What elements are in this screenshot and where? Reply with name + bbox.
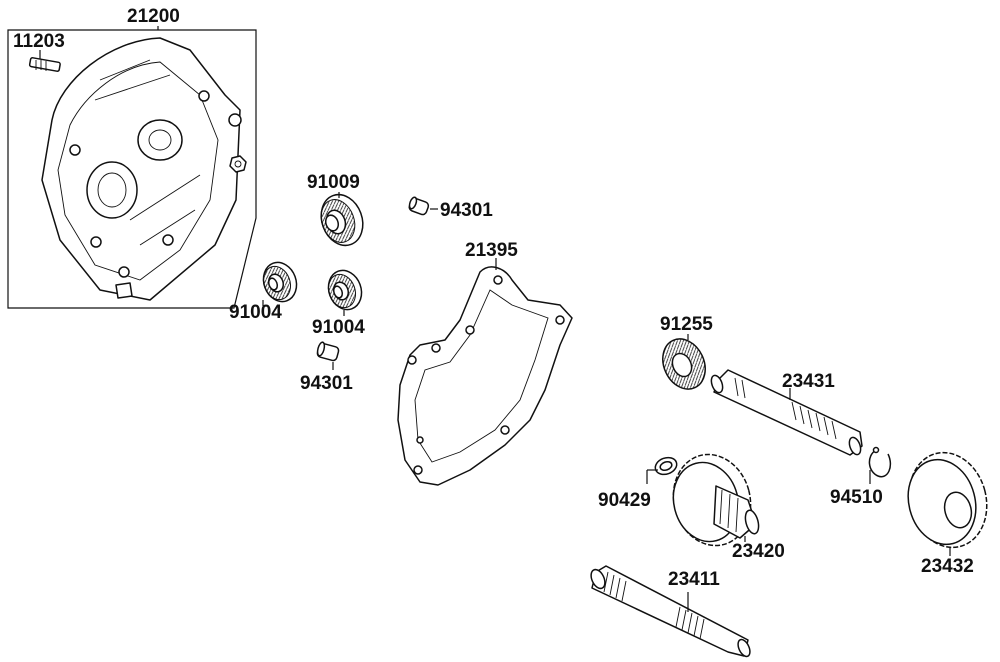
transmission-case-21200[interactable]: [41, 37, 242, 301]
part-label-90429[interactable]: 90429: [598, 490, 651, 511]
input-shaft-23411[interactable]: [588, 565, 752, 658]
part-label-23420[interactable]: 23420: [732, 541, 785, 562]
part-label-91255[interactable]: 91255: [660, 314, 713, 335]
gear-23432[interactable]: [899, 444, 997, 556]
drive-shaft-23431[interactable]: [709, 369, 863, 456]
oil-seal-91255[interactable]: [655, 332, 713, 396]
gear-23420[interactable]: [663, 446, 761, 555]
dowel-pin-94301-upper[interactable]: [408, 196, 430, 216]
circlip-94510[interactable]: [868, 446, 892, 478]
part-label-94301-upper[interactable]: 94301: [440, 200, 493, 221]
washer-90429[interactable]: [653, 455, 679, 478]
gasket-21395[interactable]: [397, 266, 573, 486]
part-label-94510[interactable]: 94510: [830, 487, 883, 508]
bearing-91004-right[interactable]: [323, 266, 367, 315]
part-label-23431[interactable]: 23431: [782, 371, 835, 392]
part-label-91004-right[interactable]: 91004: [312, 317, 365, 338]
case-group-frame: [7, 29, 257, 309]
transmission-case-group: 21200 11203: [7, 6, 257, 309]
part-label-23411[interactable]: 23411: [668, 569, 720, 590]
drain-nut[interactable]: [229, 155, 247, 173]
bearing-91004-left[interactable]: [258, 258, 302, 307]
part-label-21395[interactable]: 21395: [465, 240, 518, 261]
part-label-23432[interactable]: 23432: [921, 556, 974, 577]
part-label-91009[interactable]: 91009: [307, 172, 360, 193]
part-label-21200[interactable]: 21200: [127, 6, 180, 27]
bolt-11203[interactable]: [28, 50, 61, 72]
bearing-91009[interactable]: [314, 189, 369, 252]
dowel-pin-94301-lower[interactable]: [316, 341, 340, 362]
part-label-91004-left[interactable]: 91004: [229, 302, 282, 323]
part-label-11203[interactable]: 11203: [13, 31, 65, 52]
part-label-94301-lower[interactable]: 94301: [300, 373, 353, 394]
